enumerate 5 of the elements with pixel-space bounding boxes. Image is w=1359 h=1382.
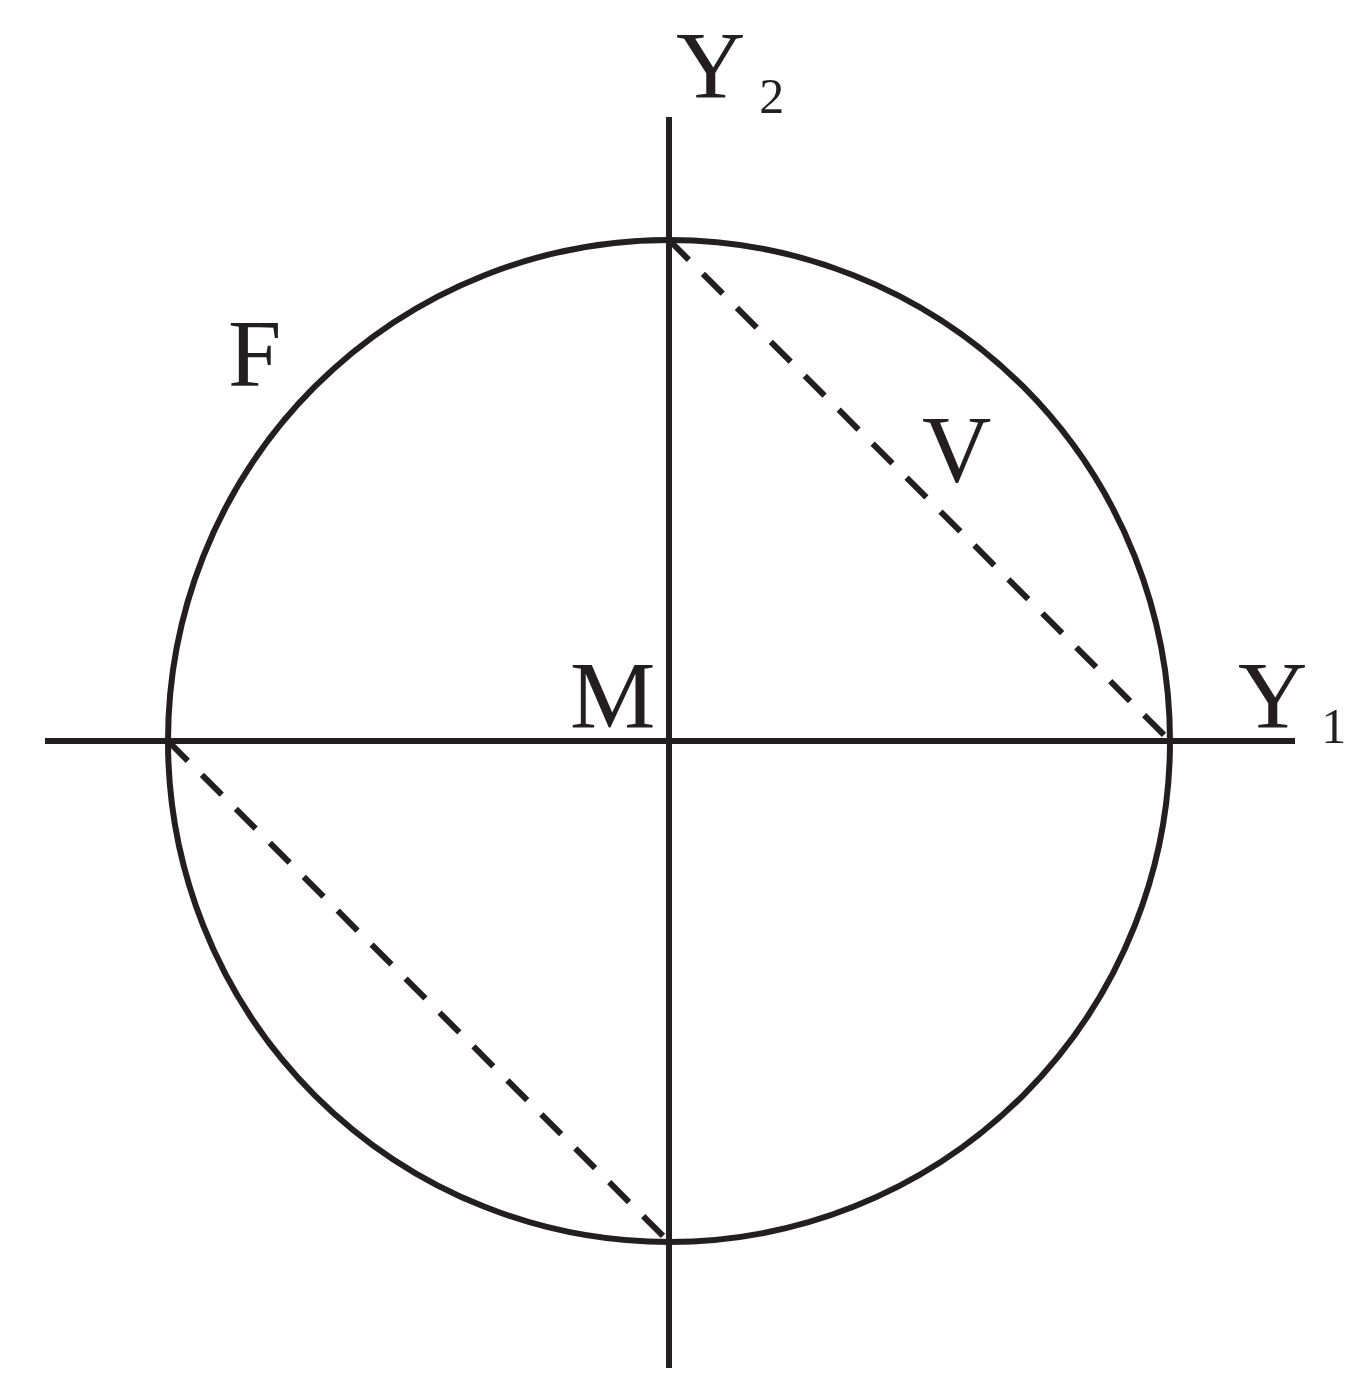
axis-label: M xyxy=(570,648,656,744)
axis-label: Y$_{2}$ xyxy=(676,18,785,114)
axis-label: F xyxy=(228,306,282,402)
axis-label: V xyxy=(922,402,992,498)
axis-label: Y$_{1}$ xyxy=(1238,648,1347,744)
